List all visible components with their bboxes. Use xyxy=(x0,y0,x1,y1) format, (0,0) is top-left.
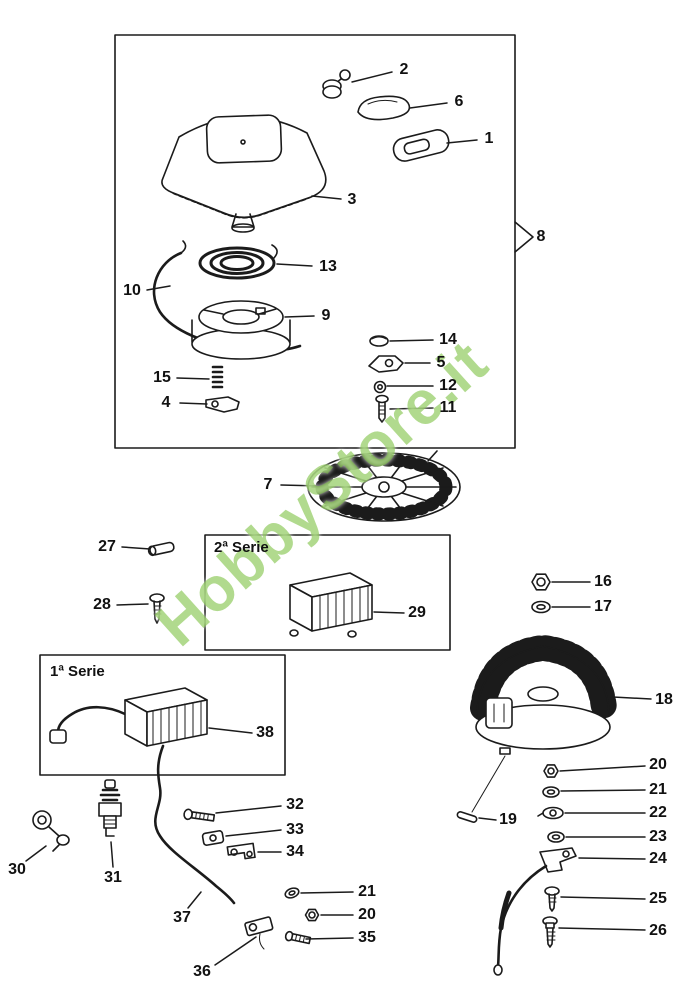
part-label-34: 34 xyxy=(286,843,304,860)
part-label-32: 32 xyxy=(286,796,304,813)
part-label-10: 10 xyxy=(123,282,141,299)
part-label-17: 17 xyxy=(594,598,612,615)
part-16-drawing xyxy=(531,573,551,591)
part-12-drawing xyxy=(373,380,387,394)
part-25-drawing xyxy=(544,886,560,912)
part-label-4: 4 xyxy=(161,394,171,411)
part-label-29: 29 xyxy=(408,604,426,621)
part-24-drawing xyxy=(493,847,577,976)
part-33-drawing xyxy=(201,830,225,846)
part-27-drawing xyxy=(147,541,175,557)
part-label-27: 27 xyxy=(98,538,116,555)
part-30-drawing xyxy=(32,810,70,852)
part-9-drawing xyxy=(191,300,291,360)
part-35-drawing xyxy=(284,930,312,945)
part-label-23: 23 xyxy=(649,828,667,845)
part-21a-drawing xyxy=(542,786,560,798)
part-label-1: 1 xyxy=(484,130,494,147)
part-2-drawing xyxy=(322,69,351,99)
part-14-drawing xyxy=(369,335,389,347)
part-label-9: 9 xyxy=(321,307,331,324)
part-label-3: 3 xyxy=(347,191,357,208)
part-label-38: 38 xyxy=(256,724,274,741)
part-34-drawing xyxy=(226,842,256,860)
serie2-box-label: 2ª Serie xyxy=(214,539,269,556)
part-label-26: 26 xyxy=(649,922,667,939)
part-17-drawing xyxy=(531,600,551,614)
part-1-drawing xyxy=(392,129,450,162)
part-label-24: 24 xyxy=(649,850,667,867)
part-label-33: 33 xyxy=(286,821,304,838)
part-4-drawing xyxy=(205,396,240,413)
part-label-28: 28 xyxy=(93,596,111,613)
part-29-drawing xyxy=(289,572,373,638)
part-label-37: 37 xyxy=(173,909,191,926)
part-22-drawing xyxy=(537,806,564,820)
leader-lines xyxy=(25,71,652,966)
part-label-8: 8 xyxy=(536,228,546,245)
part-20a-drawing xyxy=(543,764,559,778)
part-label-20: 20 xyxy=(358,906,376,923)
part-37-drawing xyxy=(154,744,236,905)
part-label-19: 19 xyxy=(499,811,517,828)
part-label-14: 14 xyxy=(439,331,457,348)
part-5-drawing xyxy=(368,355,404,373)
part-20b-drawing xyxy=(304,908,320,922)
part-11-drawing xyxy=(375,394,389,423)
part-28-drawing xyxy=(149,593,165,624)
part-23-drawing xyxy=(547,831,565,843)
part-label-16: 16 xyxy=(594,573,612,590)
part-21b-drawing xyxy=(284,887,300,899)
part-36-drawing xyxy=(244,916,274,950)
part-3-drawing xyxy=(161,114,327,233)
part-label-30: 30 xyxy=(8,861,26,878)
part-7-drawing xyxy=(307,450,461,522)
part-label-20: 20 xyxy=(649,756,667,773)
part-label-35: 35 xyxy=(358,929,376,946)
part-label-5: 5 xyxy=(436,354,446,371)
part-label-7: 7 xyxy=(263,476,273,493)
part-label-2: 2 xyxy=(399,61,409,78)
part-26-drawing xyxy=(542,916,558,948)
part-label-21: 21 xyxy=(358,883,376,900)
serie1-box xyxy=(39,654,286,776)
part-13-drawing xyxy=(198,244,278,280)
part-label-6: 6 xyxy=(454,93,464,110)
serie2-box xyxy=(204,534,451,651)
part-label-18: 18 xyxy=(655,691,673,708)
part-label-22: 22 xyxy=(649,804,667,821)
part-32-drawing xyxy=(183,808,216,822)
part-label-15: 15 xyxy=(153,369,171,386)
serie1-box-label: 1ª Serie xyxy=(50,663,105,680)
part-31-drawing xyxy=(98,779,122,837)
part-6-drawing xyxy=(357,95,411,121)
part-label-12: 12 xyxy=(439,377,457,394)
part-38-drawing xyxy=(49,687,208,747)
part-label-21: 21 xyxy=(649,781,667,798)
part-label-13: 13 xyxy=(319,258,337,275)
part-18-drawing xyxy=(470,635,617,813)
part-label-36: 36 xyxy=(193,963,211,980)
part-label-25: 25 xyxy=(649,890,667,907)
part-19-drawing xyxy=(456,811,478,823)
part-8-group-box xyxy=(114,34,534,449)
part-label-11: 11 xyxy=(439,399,457,416)
part-15-drawing xyxy=(211,365,224,389)
part-label-31: 31 xyxy=(104,869,122,886)
